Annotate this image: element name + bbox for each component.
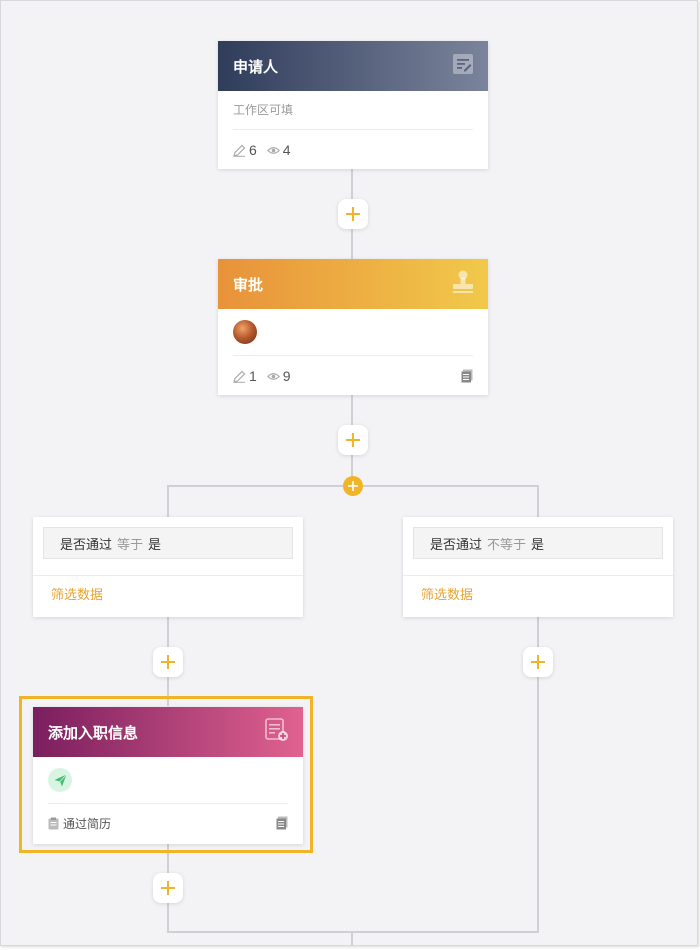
applicant-title: 申请人 [233, 58, 279, 76]
send-avatar[interactable] [48, 768, 72, 792]
filter-data-link[interactable]: 筛选数据 [421, 587, 474, 602]
eye-icon [266, 372, 280, 380]
document-icon[interactable] [276, 816, 288, 830]
merge-line [167, 931, 539, 933]
plus-icon [348, 481, 358, 491]
applicant-header: 申请人 [218, 41, 488, 91]
add-step-button[interactable] [338, 199, 368, 229]
condition-value: 是 [531, 536, 545, 552]
condition-field: 是否通过 [60, 536, 113, 552]
approver-avatar[interactable] [233, 320, 257, 344]
applicant-hint: 工作区可填 [233, 91, 473, 130]
paper-plane-icon [54, 773, 67, 786]
plus-icon [346, 433, 360, 447]
plus-icon [161, 655, 175, 669]
add-branch-button[interactable] [343, 476, 363, 496]
filter-data-link[interactable]: 筛选数据 [51, 587, 104, 602]
add-step-button[interactable] [338, 425, 368, 455]
resume-label: 通过简历 [63, 816, 112, 831]
pencil-icon [233, 144, 246, 157]
applicant-node[interactable]: 申请人 工作区可填 6 [218, 41, 488, 169]
condition-value: 是 [148, 536, 162, 552]
connector-line [537, 485, 539, 517]
condition-card-right[interactable]: 是否通过 不等于 是 筛选数据 [403, 517, 673, 617]
connector-line [351, 931, 353, 945]
pencil-icon [233, 370, 246, 383]
stamp-icon [452, 270, 474, 298]
condition-card-left[interactable]: 是否通过 等于 是 筛选数据 [33, 517, 303, 617]
view-count: 9 [266, 368, 291, 384]
add-info-node[interactable]: 添加入职信息 [33, 707, 303, 844]
approval-header: 审批 [218, 259, 488, 309]
edit-count-value: 6 [249, 142, 257, 158]
connector-line [167, 485, 169, 517]
form-edit-icon [452, 53, 474, 79]
document-icon[interactable] [461, 369, 473, 383]
approval-node[interactable]: 审批 1 [218, 259, 488, 395]
approval-title: 审批 [233, 276, 264, 294]
view-count-value: 4 [282, 142, 291, 158]
edit-count-value: 1 [249, 368, 257, 384]
condition-expression[interactable]: 是否通过 不等于 是 [413, 527, 663, 559]
plus-icon [346, 207, 360, 221]
view-count-value: 9 [282, 368, 291, 384]
eye-icon [266, 146, 280, 154]
condition-operator: 等于 [117, 536, 144, 552]
edit-count: 6 [233, 142, 257, 158]
clipboard-icon [48, 817, 59, 829]
edit-count: 1 [233, 368, 257, 384]
add-info-title: 添加入职信息 [48, 724, 139, 742]
add-step-button[interactable] [153, 873, 183, 903]
view-count: 4 [266, 142, 291, 158]
form-add-icon [265, 718, 289, 746]
add-step-button[interactable] [153, 647, 183, 677]
condition-field: 是否通过 [430, 536, 483, 552]
plus-icon [531, 655, 545, 669]
connector-line [537, 616, 539, 932]
selected-node-highlight [19, 696, 313, 853]
add-step-button[interactable] [523, 647, 553, 677]
condition-operator: 不等于 [487, 536, 527, 552]
plus-icon [161, 881, 175, 895]
add-info-header: 添加入职信息 [33, 707, 303, 757]
condition-expression[interactable]: 是否通过 等于 是 [43, 527, 293, 559]
